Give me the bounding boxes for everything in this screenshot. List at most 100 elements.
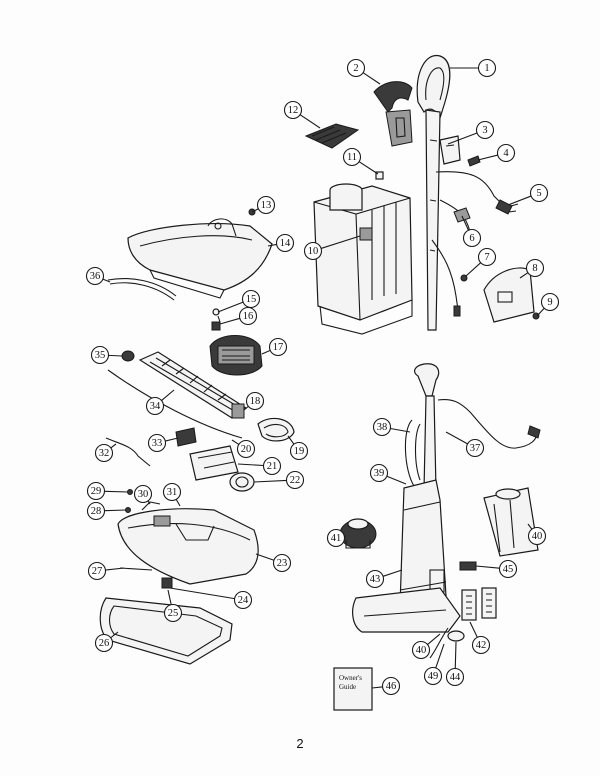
leader-line-40b [427, 633, 441, 645]
callout-circle [87, 561, 107, 581]
leader-line-19 [287, 435, 295, 445]
callout-number: 23 [277, 558, 288, 569]
callout-38: 38 [372, 417, 392, 437]
callout-23: 23 [272, 553, 292, 573]
callout-number: 44 [450, 672, 461, 683]
cartridge-filter [483, 487, 539, 557]
leader-line-37 [445, 431, 468, 445]
callout-number: 28 [91, 506, 102, 517]
callout-circle [147, 433, 167, 453]
callout-circle [283, 100, 303, 120]
callout-number: 38 [377, 422, 388, 433]
leader-line-18 [243, 405, 249, 411]
callout-30: 30 [133, 484, 153, 504]
leader-line-5 [507, 195, 532, 206]
leader-line-34 [161, 389, 175, 401]
callout-number: 22 [290, 475, 301, 486]
callout-34: 34 [145, 396, 165, 416]
motor-filter [339, 518, 377, 549]
leader-line-26 [110, 631, 119, 639]
callout-25: 25 [163, 603, 183, 623]
dirt-cup-housing [313, 183, 413, 335]
leader-lines [102, 67, 545, 689]
callout-42: 42 [471, 635, 491, 655]
callout-circle [540, 292, 560, 312]
callout-number: 40 [532, 531, 543, 542]
callout-circle [527, 526, 547, 546]
callout-circle [86, 481, 106, 501]
owners-guide-line1: Owner's [339, 674, 362, 682]
callout-number: 24 [238, 595, 249, 606]
callout-number: 45 [503, 564, 514, 575]
callout-circle [462, 228, 482, 248]
callout-number: 7 [484, 252, 489, 263]
callout-number: 41 [331, 533, 342, 544]
callout-number: 4 [503, 148, 509, 159]
callout-29: 29 [86, 481, 106, 501]
callout-circle [233, 590, 253, 610]
callout-28: 28 [86, 501, 106, 521]
callout-32: 32 [94, 443, 114, 463]
callout-45: 45 [498, 559, 518, 579]
callout-number: 34 [150, 401, 161, 412]
cord-hook-bracket [439, 135, 461, 165]
callout-1: 1 [477, 58, 497, 78]
callout-40a: 40 [527, 526, 547, 546]
callout-circle [475, 120, 495, 140]
callout-17: 17 [268, 337, 288, 357]
owners-guide: Owner's Guide [333, 667, 373, 711]
leader-line-7 [465, 262, 482, 277]
callout-number: 12 [288, 105, 299, 116]
callout-circle [268, 337, 288, 357]
owners-guide-line2: Guide [339, 683, 356, 691]
callout-circle [477, 247, 497, 267]
callout-number: 46 [386, 681, 397, 692]
callout-39: 39 [369, 463, 389, 483]
hood [127, 208, 273, 299]
callout-27: 27 [87, 561, 107, 581]
callout-number: 2 [353, 63, 358, 74]
callout-circle [365, 569, 385, 589]
belt [257, 417, 295, 442]
callout-number: 43 [370, 574, 381, 585]
leader-line-36 [102, 278, 111, 283]
back-cover [483, 267, 540, 323]
callout-circle [381, 676, 401, 696]
callout-number: 21 [267, 461, 278, 472]
callout-circle [133, 484, 153, 504]
callout-4: 4 [496, 143, 516, 163]
callout-number: 25 [168, 608, 179, 619]
leader-line-46 [371, 686, 383, 689]
callout-number: 42 [476, 640, 487, 651]
page-number: 2 [296, 736, 303, 751]
leader-line-4 [477, 154, 498, 161]
callout-number: 13 [261, 200, 272, 211]
callout-number: 14 [280, 238, 291, 249]
callout-number: 27 [92, 566, 103, 577]
leader-line-17 [261, 349, 271, 355]
callout-circle [346, 58, 366, 78]
bumper-strip [107, 278, 177, 301]
base-assembly [117, 489, 259, 589]
leader-line-33 [165, 437, 179, 442]
callout-circle [90, 345, 110, 365]
pre-filter [304, 123, 360, 149]
leader-line-40a [527, 523, 533, 530]
callout-circle [525, 258, 545, 278]
callout-number: 16 [243, 311, 254, 322]
leader-line-22 [253, 479, 287, 483]
callout-circle [498, 559, 518, 579]
callout-22: 22 [285, 470, 305, 490]
leader-line-20 [231, 439, 240, 445]
callout-number: 40 [416, 645, 427, 656]
leader-line-23 [255, 553, 275, 561]
callout-2: 2 [346, 58, 366, 78]
callout-number: 29 [91, 486, 102, 497]
callout-number: 15 [246, 294, 257, 305]
callout-37: 37 [465, 438, 485, 458]
leader-line-16 [219, 317, 240, 325]
callout-circle [342, 147, 362, 167]
callout-number: 9 [547, 297, 552, 308]
leader-line-32 [110, 443, 117, 449]
